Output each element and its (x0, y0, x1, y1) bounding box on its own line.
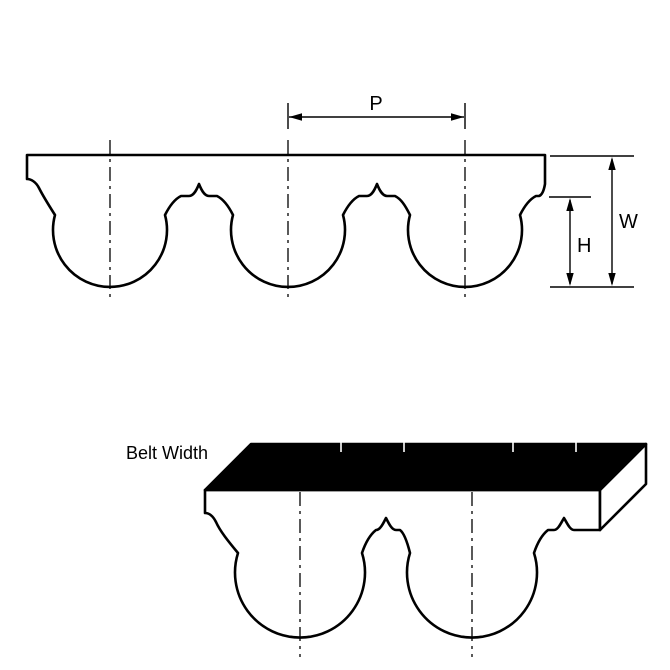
pitch-arrow-right (451, 113, 464, 121)
height-arrow-top (566, 198, 574, 211)
pitch-dimension: P (287, 93, 466, 129)
pitch-label: P (369, 93, 382, 115)
pitch-arrow-left (289, 113, 302, 121)
belt-width-arrow-head-upper (239, 451, 249, 457)
belt-width-arrow-head-lower (209, 484, 219, 491)
belt-3d-view: Belt Width (126, 441, 648, 657)
width-dimension: W (550, 155, 638, 288)
width-arrow-bottom (608, 273, 616, 286)
belt-3d-front-face (203, 488, 602, 639)
belt-width-arrow-line (215, 457, 243, 485)
height-arrow-bottom (566, 273, 574, 286)
height-label: H (577, 235, 591, 257)
width-arrow-top (608, 157, 616, 170)
belt-3d-top-face (203, 442, 648, 492)
width-label: W (619, 211, 638, 233)
belt-cross-section-view: P W H (25, 93, 638, 302)
tooth-height-dimension: H (549, 196, 591, 286)
belt-profile-outline (25, 153, 547, 289)
belt-width-label: Belt Width (126, 443, 208, 463)
belt-width-annotation: Belt Width (126, 443, 249, 491)
